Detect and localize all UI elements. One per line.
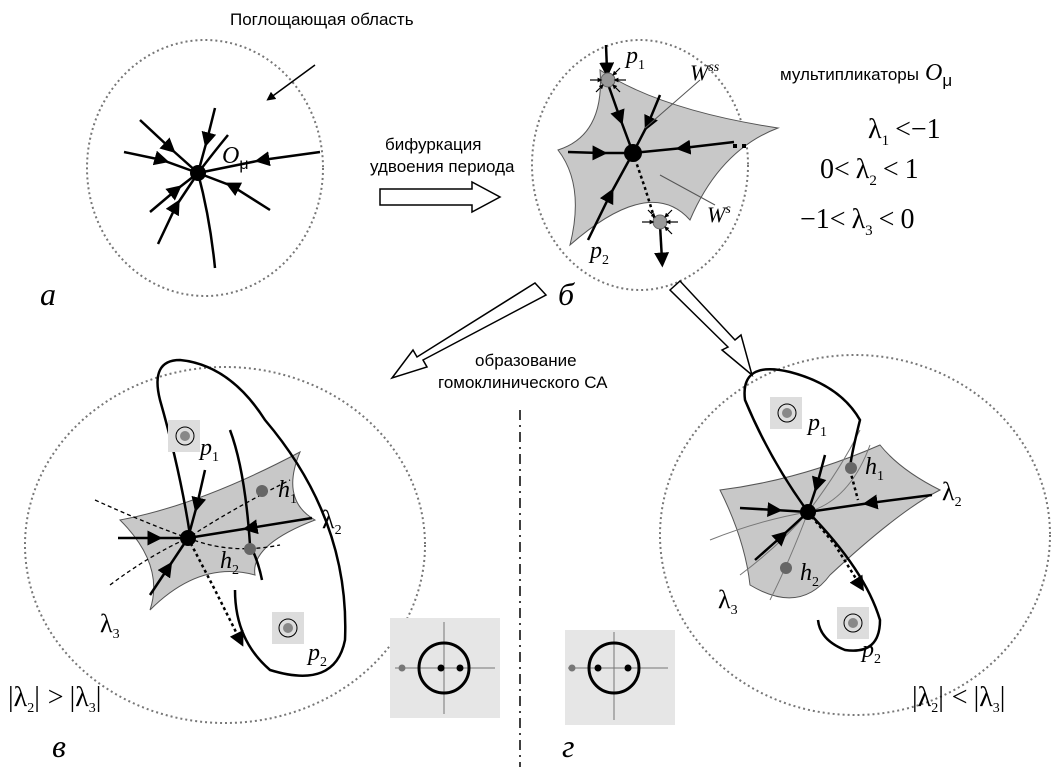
label-p2-g: p2 [860, 637, 881, 667]
arrows-down: образование гомоклинического СА [390, 279, 754, 392]
trajectories-g [739, 454, 933, 561]
label-lambda2-v: λ2 [322, 505, 342, 538]
point-p1-g [770, 397, 802, 429]
manifold-surface-b [557, 69, 780, 247]
condition-v: |λ2|>|λ3| [8, 682, 101, 716]
panel-b: p1 p2 Wss Ws б [531, 39, 780, 312]
condition-lambda3: −1<λ3<0 [800, 204, 914, 239]
branch-p1 [599, 44, 615, 78]
point-p1-v [168, 420, 200, 452]
point-p1-b [590, 67, 626, 93]
hollow-arrow-bv [390, 282, 548, 380]
fixed-point-a [190, 165, 206, 181]
arrow-bv-line2: гомоклинического СА [438, 373, 608, 392]
label-wss: Wss [690, 60, 720, 85]
trajectories-a [123, 107, 321, 269]
panel-label-g: г [562, 728, 574, 764]
point-h2-v [244, 543, 256, 555]
condition-lambda1: λ1<−1 [868, 114, 941, 149]
condition-g: |λ2|<|λ3| [912, 682, 1005, 716]
arrow-ab-line2: удвоения периода [370, 157, 515, 176]
fixed-point-label-a: Oμ [222, 143, 249, 173]
stable-manifold-g [807, 511, 864, 592]
hollow-arrow-ab [379, 180, 502, 214]
point-h1-g [845, 462, 857, 474]
point-p2-v [272, 612, 304, 644]
absorbing-region-g [659, 354, 1051, 716]
label-p1-g: p1 [806, 410, 827, 440]
point-p2-g [837, 607, 869, 639]
multiplier-dot-2-v [437, 664, 445, 672]
fixed-point-v [180, 530, 196, 546]
label-p2-b: p2 [588, 238, 609, 268]
fixed-point-g [800, 504, 816, 520]
label-lambda3-g: λ3 [718, 585, 738, 618]
dotted-segment-g [848, 469, 860, 501]
label-lambda2-g: λ2 [942, 477, 962, 510]
label-ws: Ws [707, 202, 731, 227]
label-h2-g: h2 [800, 560, 819, 590]
label-h1-g: h1 [865, 454, 884, 484]
absorbing-region-a [86, 39, 324, 297]
manifold-surface-g [719, 444, 942, 599]
unit-circle-inset-g [565, 630, 675, 725]
panel-g: p1 p2 h1 h2 λ2 λ3 |λ2|<|λ3| г [562, 354, 1051, 764]
label-lambda3-v: λ3 [100, 609, 120, 642]
panel-label-b: б [558, 276, 575, 312]
multiplier-dot-2-g [594, 664, 602, 672]
point-h1-v [256, 485, 268, 497]
trajectories-b [567, 83, 735, 241]
top-note-pointer [266, 64, 316, 101]
panel-a: Oμ Поглощающая область а [40, 10, 414, 312]
arrow-bv-line1: образование [475, 351, 577, 370]
arrow-ab-line1: бифуркация [385, 135, 482, 154]
panel-label-v: в [52, 728, 66, 764]
trajectories-v [118, 469, 313, 596]
multiplier-dot-1-v [398, 664, 406, 672]
loop-v [156, 358, 347, 677]
panel-v: p1 p2 h1 h2 λ2 λ3 |λ2|>|λ3| в [8, 358, 426, 764]
point-p2-b [642, 209, 678, 235]
absorbing-region-b [531, 39, 749, 291]
strong-stable-manifold [631, 152, 657, 221]
loop-g [743, 367, 882, 652]
condition-lambda2: 0<λ2<1 [820, 154, 919, 189]
multiplier-dot-3-v [456, 664, 464, 672]
hollow-arrow-bg [668, 279, 754, 378]
label-h2-v: h2 [220, 548, 239, 578]
label-h1-v: h1 [278, 477, 297, 507]
stable-manifold-v [186, 537, 244, 647]
pointer-lines-b [644, 79, 716, 206]
multiplier-dot-1-g [568, 664, 576, 672]
manifold-surface-v [118, 450, 317, 611]
panel-label-a: а [40, 276, 56, 312]
branch-p2 [654, 224, 670, 268]
unit-circle-inset-v [390, 618, 500, 718]
point-h2-g [780, 562, 792, 574]
top-note: Поглощающая область [230, 10, 414, 29]
fixed-point-b [624, 144, 642, 162]
label-p2-v: p2 [306, 640, 327, 670]
arrow-ab: бифуркация удвоения периода [370, 135, 515, 214]
label-p1-v: p1 [198, 435, 219, 465]
absorbing-region-v [24, 366, 426, 724]
multiplier-dot-3-g [624, 664, 632, 672]
label-p1-b: p1 [624, 43, 645, 73]
